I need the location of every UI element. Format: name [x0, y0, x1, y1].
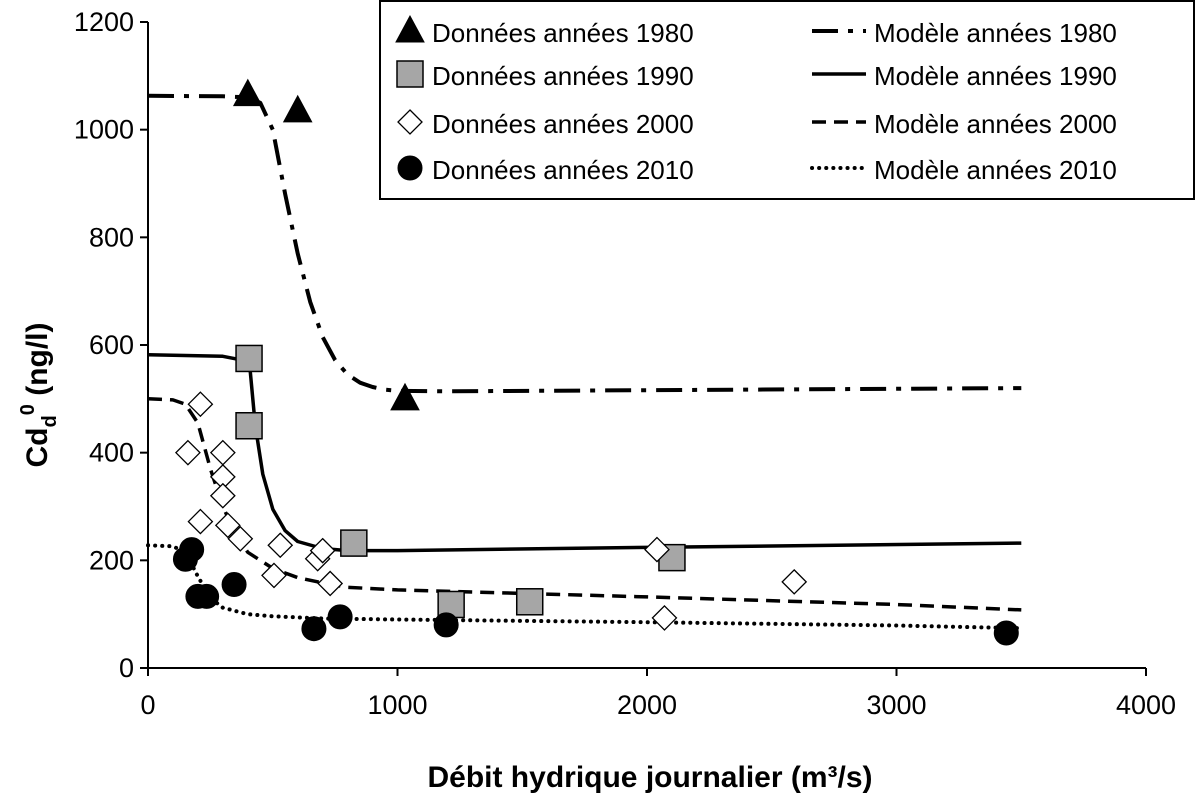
data-point-circle — [179, 537, 205, 563]
data-point-diamond — [309, 537, 336, 564]
data-point-triangle — [390, 382, 420, 411]
legend-marker-square — [396, 60, 424, 88]
x-tick-label: 3000 — [866, 690, 926, 720]
legend-item-modele-annees-2000: Modèle années 2000 — [812, 109, 1117, 139]
data-point-circle — [433, 612, 459, 638]
legend-item-donnees-annees-1980: Données années 1980 — [395, 14, 694, 48]
legend-box — [379, 0, 1195, 200]
legend-item-modele-annees-2010: Modèle années 2010 — [810, 155, 1117, 185]
x-axis-title: Débit hydrique journalier (m³/s) — [427, 761, 872, 794]
legend-label: Données années 2010 — [432, 155, 694, 185]
x-tick-label: 4000 — [1116, 690, 1176, 720]
data-point-circle — [194, 583, 220, 609]
data-point-triangle — [282, 94, 313, 123]
data-point-diamond — [267, 532, 294, 559]
data-point-diamond — [187, 391, 214, 418]
data-point-diamond — [209, 482, 236, 509]
data-point-diamond — [175, 439, 201, 466]
x-tick-label: 0 — [140, 690, 155, 720]
legend-label: Données années 1980 — [432, 18, 694, 48]
y-axis-title: Cdd0 (ng/l) — [17, 323, 61, 468]
y-tick-label: 1000 — [74, 115, 134, 145]
legend-label: Données années 2000 — [432, 109, 694, 139]
y-tick-label: 200 — [89, 545, 134, 575]
y-tick-label: 800 — [89, 222, 134, 252]
legend-label: Modèle années 2000 — [874, 109, 1117, 139]
legend-item-donnees-annees-1990: Données années 1990 — [396, 60, 694, 91]
data-point-circle — [327, 604, 353, 630]
legend-item-modele-annees-1990: Modèle années 1990 — [812, 61, 1117, 91]
y-tick-label: 400 — [89, 438, 134, 468]
data-point-diamond — [781, 568, 808, 595]
axes: 0 200 400 600 800 1000 1200 0 1000 2000 3000 4000 — [74, 7, 1176, 720]
data-point-triangle — [232, 78, 263, 107]
x-tick-label: 2000 — [617, 690, 677, 720]
legend-label: Modèle années 1990 — [874, 61, 1117, 91]
y-tick-label: 0 — [119, 653, 134, 683]
legend-marker-triangle — [395, 14, 425, 43]
legend-marker-diamond — [397, 109, 423, 135]
data-point-diamond — [209, 439, 236, 466]
series-line-modele-annees-1990 — [147, 352, 1022, 553]
legend-label: Données années 1990 — [432, 61, 694, 91]
legend-label: Modèle années 1980 — [874, 18, 1117, 48]
data-point-square — [340, 529, 368, 557]
data-point-circle — [221, 572, 247, 598]
data-point-diamond — [214, 512, 241, 539]
data-point-square — [515, 588, 544, 616]
series-line-modele-annees-2000 — [147, 397, 1022, 612]
data-point-diamond — [261, 562, 287, 589]
legend-item-modele-annees-1980: Modèle années 1980 — [812, 18, 1117, 48]
legend-marker-circle — [397, 155, 423, 181]
data-point-diamond — [227, 525, 254, 552]
data-point-diamond — [644, 536, 670, 563]
data-point-circle — [301, 616, 327, 642]
y-tick-label: 1200 — [74, 7, 134, 37]
data-point-diamond — [187, 508, 214, 535]
x-tick-label: 1000 — [367, 690, 427, 720]
data-point-circle — [993, 620, 1019, 646]
data-point-square — [235, 344, 263, 373]
legend-item-donnees-annees-2000: Données années 2000 — [397, 109, 694, 139]
legend-label: Modèle années 2010 — [874, 155, 1117, 185]
data-point-diamond — [317, 570, 344, 597]
data-points — [172, 78, 1019, 646]
series-line-modele-annees-2010 — [146, 543, 1024, 631]
data-point-square — [235, 412, 263, 440]
legend-item-donnees-annees-2010: Données années 2010 — [397, 155, 694, 185]
data-point-diamond — [651, 605, 678, 631]
y-tick-label: 600 — [89, 330, 134, 360]
